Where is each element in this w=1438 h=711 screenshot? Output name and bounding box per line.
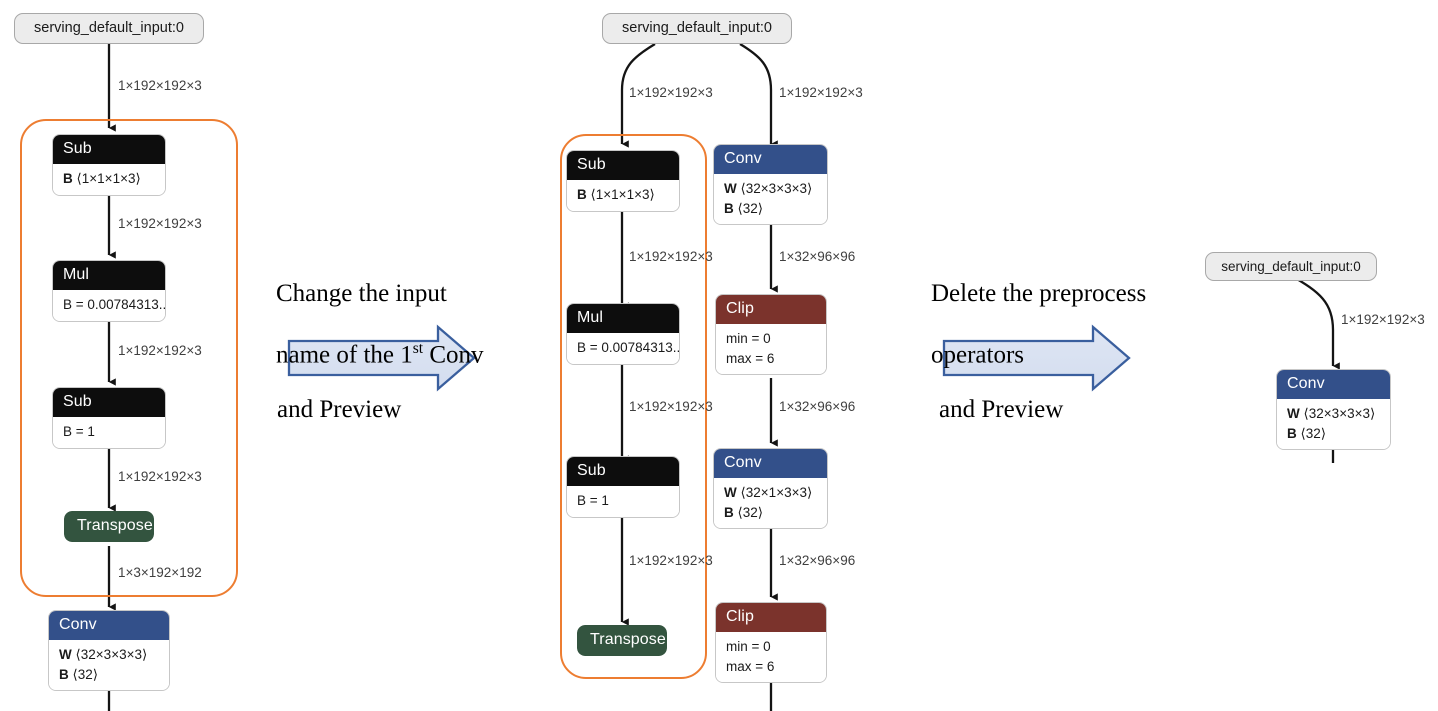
op-header: Transpose [64, 511, 154, 542]
op-body: W ⟨32×1×3×3⟩ B ⟨32⟩ [714, 478, 827, 529]
op-node-transpose-1-middle[interactable]: Transpose [577, 625, 667, 656]
op-header: Mul [53, 261, 165, 290]
edge-label: 1×192×192×3 [118, 216, 202, 231]
annotation-step-1-sub: and Preview [277, 396, 402, 423]
op-attr-row: W ⟨32×1×3×3⟩ [724, 485, 813, 500]
annotation-line-2a: operators [931, 340, 1025, 368]
edge-label: 1×3×192×192 [118, 565, 202, 580]
op-attr-row: B ⟨1×1×1×3⟩ [577, 187, 655, 202]
op-body: W ⟨32×3×3×3⟩ B ⟨32⟩ [1277, 399, 1390, 450]
op-body: B = 1 [53, 417, 165, 448]
op-attr-row: B = 1 [577, 493, 609, 508]
edge-label: 1×192×192×3 [779, 85, 863, 100]
op-header: Sub [567, 457, 679, 486]
op-header: Clip [716, 295, 826, 324]
op-attr-row: B = 0.00784313... [63, 297, 166, 312]
op-body: B ⟨1×1×1×3⟩ [53, 164, 165, 195]
edge-label: 1×192×192×3 [629, 553, 713, 568]
op-body: W ⟨32×3×3×3⟩ B ⟨32⟩ [714, 174, 827, 225]
op-body: min = 0 max = 6 [716, 632, 826, 683]
op-attr-row: B ⟨32⟩ [724, 504, 764, 520]
op-node-conv-1-final[interactable]: Conv W ⟨32×3×3×3⟩ B ⟨32⟩ [1276, 369, 1391, 451]
edge-label: 1×192×192×3 [118, 78, 202, 93]
op-body: B = 0.00784313... [53, 290, 165, 321]
op-attr-row: W ⟨32×3×3×3⟩ [59, 647, 148, 662]
op-header: Sub [53, 388, 165, 417]
op-node-conv-1[interactable]: Conv W ⟨32×3×3×3⟩ B ⟨32⟩ [48, 610, 170, 692]
op-attr-row: B ⟨32⟩ [1287, 425, 1327, 441]
op-header: Clip [716, 603, 826, 632]
edge-label: 1×192×192×3 [629, 249, 713, 264]
op-header: Sub [53, 135, 165, 164]
annotation-step-1: Change the input name of the 1st Conv [276, 248, 526, 370]
preprocess-group-outline-middle [560, 134, 707, 679]
op-node-conv-1-middle[interactable]: Conv W ⟨32×3×3×3⟩ B ⟨32⟩ [713, 144, 828, 226]
annotation-ordinal-suffix: st [412, 339, 424, 357]
annotation-line-2b: Conv [423, 340, 484, 368]
op-node-sub-1[interactable]: Sub B ⟨1×1×1×3⟩ [52, 134, 166, 196]
edge-label: 1×192×192×3 [118, 469, 202, 484]
op-attr-row: W ⟨32×3×3×3⟩ [1287, 406, 1376, 421]
op-node-transpose-1[interactable]: Transpose [64, 511, 154, 542]
op-attr-row: B ⟨32⟩ [59, 666, 99, 682]
op-body: W ⟨32×3×3×3⟩ B ⟨32⟩ [49, 640, 169, 691]
op-header: Mul [567, 304, 679, 333]
op-header: Transpose [577, 625, 667, 656]
op-body: B = 0.00784313... [567, 333, 679, 364]
op-header: Conv [714, 145, 827, 174]
op-body: B ⟨1×1×1×3⟩ [567, 180, 679, 211]
op-header: Sub [567, 151, 679, 180]
input-node-right[interactable]: serving_default_input:0 [1205, 252, 1377, 281]
op-node-sub-2-middle[interactable]: Sub B = 1 [566, 456, 680, 518]
edge-label: 1×192×192×3 [629, 85, 713, 100]
edge-label: 1×192×192×3 [1341, 312, 1425, 327]
op-node-mul-1[interactable]: Mul B = 0.00784313... [52, 260, 166, 322]
preprocess-group-outline-left [20, 119, 238, 597]
op-node-conv-2-middle[interactable]: Conv W ⟨32×1×3×3⟩ B ⟨32⟩ [713, 448, 828, 530]
op-body: B = 1 [567, 486, 679, 517]
edge-label: 1×32×96×96 [779, 249, 856, 264]
edge-label: 1×192×192×3 [118, 343, 202, 358]
op-body: min = 0 max = 6 [716, 324, 826, 375]
edge-label: 1×32×96×96 [779, 553, 856, 568]
edge-label: 1×192×192×3 [629, 399, 713, 414]
op-attr-row: B ⟨32⟩ [724, 200, 764, 216]
annotation-line-1: Change the input [276, 279, 447, 307]
op-node-clip-2-middle[interactable]: Clip min = 0 max = 6 [715, 602, 827, 684]
annotation-line-2a: name of the 1 [276, 340, 413, 368]
op-header: Conv [1277, 370, 1390, 399]
op-header: Conv [714, 449, 827, 478]
op-attr-row: B ⟨1×1×1×3⟩ [63, 171, 141, 186]
op-attr-row: W ⟨32×3×3×3⟩ [724, 181, 813, 196]
op-node-sub-1-middle[interactable]: Sub B ⟨1×1×1×3⟩ [566, 150, 680, 212]
op-attr-row: B = 0.00784313... [577, 340, 680, 355]
op-attr-row: B = 1 [63, 424, 95, 439]
op-node-clip-1-middle[interactable]: Clip min = 0 max = 6 [715, 294, 827, 376]
op-attr-row: max = 6 [726, 658, 775, 674]
op-attr-row: min = 0 [726, 331, 771, 346]
annotation-line-1: Delete the preprocess [931, 279, 1147, 307]
input-node-left[interactable]: serving_default_input:0 [14, 13, 204, 44]
edge-label: 1×32×96×96 [779, 399, 856, 414]
op-header: Conv [49, 611, 169, 640]
input-node-middle[interactable]: serving_default_input:0 [602, 13, 792, 44]
annotation-step-2: Delete the preprocess operators [931, 248, 1211, 370]
op-node-mul-1-middle[interactable]: Mul B = 0.00784313... [566, 303, 680, 365]
op-node-sub-2[interactable]: Sub B = 1 [52, 387, 166, 449]
op-attr-row: min = 0 [726, 639, 771, 654]
op-attr-row: max = 6 [726, 350, 775, 366]
annotation-step-2-sub: and Preview [939, 396, 1064, 423]
